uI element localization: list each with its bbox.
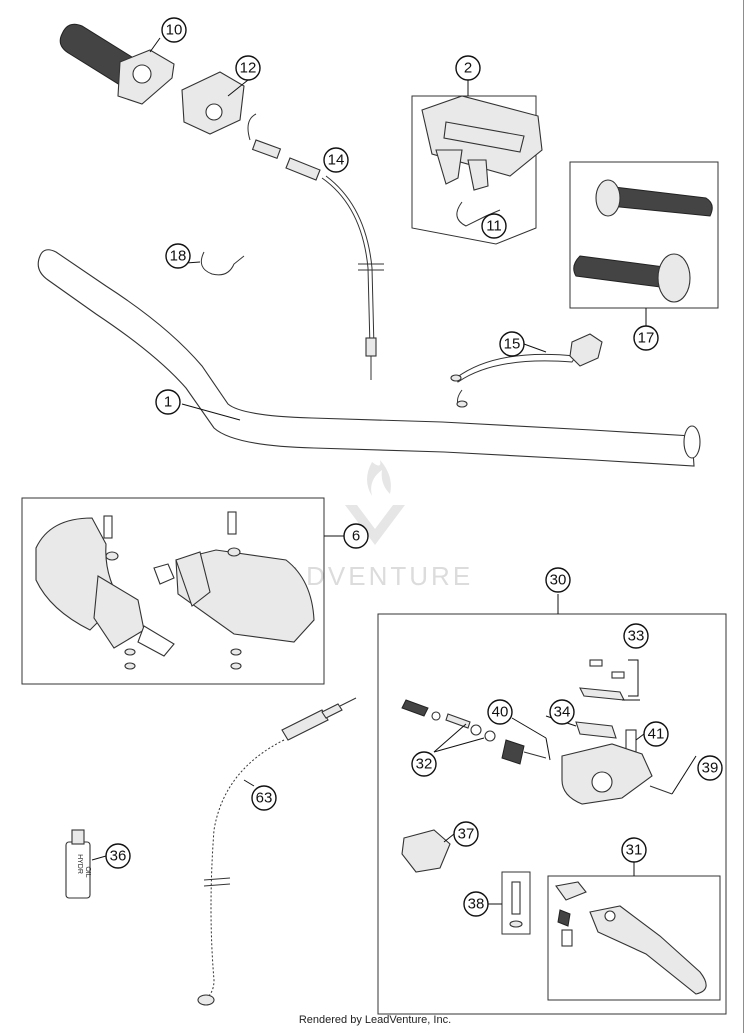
callout-14: 14 bbox=[323, 147, 349, 173]
callout-17: 17 bbox=[633, 325, 659, 351]
grips-group bbox=[569, 161, 719, 326]
cable-tie-part bbox=[200, 251, 245, 276]
handlebar-pad-group bbox=[411, 95, 543, 245]
callout-63: 63 bbox=[251, 785, 277, 811]
svg-text:2: 2 bbox=[464, 60, 472, 77]
callout-31: 31 bbox=[621, 837, 647, 863]
throttle-grip-part bbox=[59, 23, 175, 105]
callout-40: 40 bbox=[487, 699, 513, 725]
callout-36: 36 bbox=[105, 843, 131, 869]
svg-text:17: 17 bbox=[638, 330, 655, 347]
svg-text:1: 1 bbox=[164, 394, 172, 411]
svg-text:39: 39 bbox=[702, 760, 719, 777]
callout-2: 2 bbox=[455, 55, 481, 81]
hydraulic-oil-bottle-part: HYDR OIL bbox=[65, 829, 91, 899]
callout-39: 39 bbox=[697, 755, 723, 781]
svg-text:63: 63 bbox=[256, 790, 273, 807]
callout-37: 37 bbox=[453, 821, 479, 847]
svg-text:32: 32 bbox=[416, 756, 433, 773]
master-cylinder-group bbox=[377, 594, 727, 1015]
callout-11: 11 bbox=[481, 213, 507, 239]
clutch-hose-part bbox=[197, 697, 357, 1006]
handguards-group bbox=[21, 497, 344, 685]
kill-switch-part bbox=[450, 333, 603, 408]
svg-text:31: 31 bbox=[626, 842, 643, 859]
callout-6: 6 bbox=[343, 523, 369, 549]
svg-text:30: 30 bbox=[550, 572, 567, 589]
svg-text:11: 11 bbox=[486, 218, 502, 235]
svg-text:41: 41 bbox=[648, 726, 665, 743]
svg-text:18: 18 bbox=[170, 248, 187, 265]
svg-text:14: 14 bbox=[328, 152, 345, 169]
svg-text:40: 40 bbox=[492, 704, 509, 721]
svg-text:36: 36 bbox=[110, 848, 127, 865]
svg-text:34: 34 bbox=[554, 704, 571, 721]
callout-34: 34 bbox=[549, 699, 575, 725]
page-edge-line bbox=[743, 0, 744, 1033]
callout-38: 38 bbox=[463, 891, 489, 917]
callout-32: 32 bbox=[411, 751, 437, 777]
callout-10: 10 bbox=[161, 17, 187, 43]
svg-text:33: 33 bbox=[628, 628, 645, 645]
throttle-cover-part bbox=[181, 71, 245, 135]
callout-1: 1 bbox=[155, 389, 181, 415]
svg-text:38: 38 bbox=[468, 896, 485, 913]
svg-text:6: 6 bbox=[352, 528, 360, 545]
callout-15: 15 bbox=[499, 331, 525, 357]
callout-12: 12 bbox=[235, 55, 261, 81]
oil-bottle-label-line2: OIL bbox=[84, 866, 91, 877]
svg-text:12: 12 bbox=[240, 60, 257, 77]
footer-credit: Rendered by LeadVenture, Inc. bbox=[298, 1014, 452, 1026]
svg-text:15: 15 bbox=[504, 336, 521, 353]
svg-text:37: 37 bbox=[458, 826, 475, 843]
svg-text:10: 10 bbox=[166, 22, 183, 39]
callout-18: 18 bbox=[165, 243, 191, 269]
throttle-cable-part bbox=[247, 113, 384, 380]
oil-bottle-label-line1: HYDR bbox=[76, 854, 83, 874]
callout-33: 33 bbox=[623, 623, 649, 649]
callout-30: 30 bbox=[545, 567, 571, 593]
handlebar-part bbox=[37, 249, 701, 467]
callout-41: 41 bbox=[643, 721, 669, 747]
